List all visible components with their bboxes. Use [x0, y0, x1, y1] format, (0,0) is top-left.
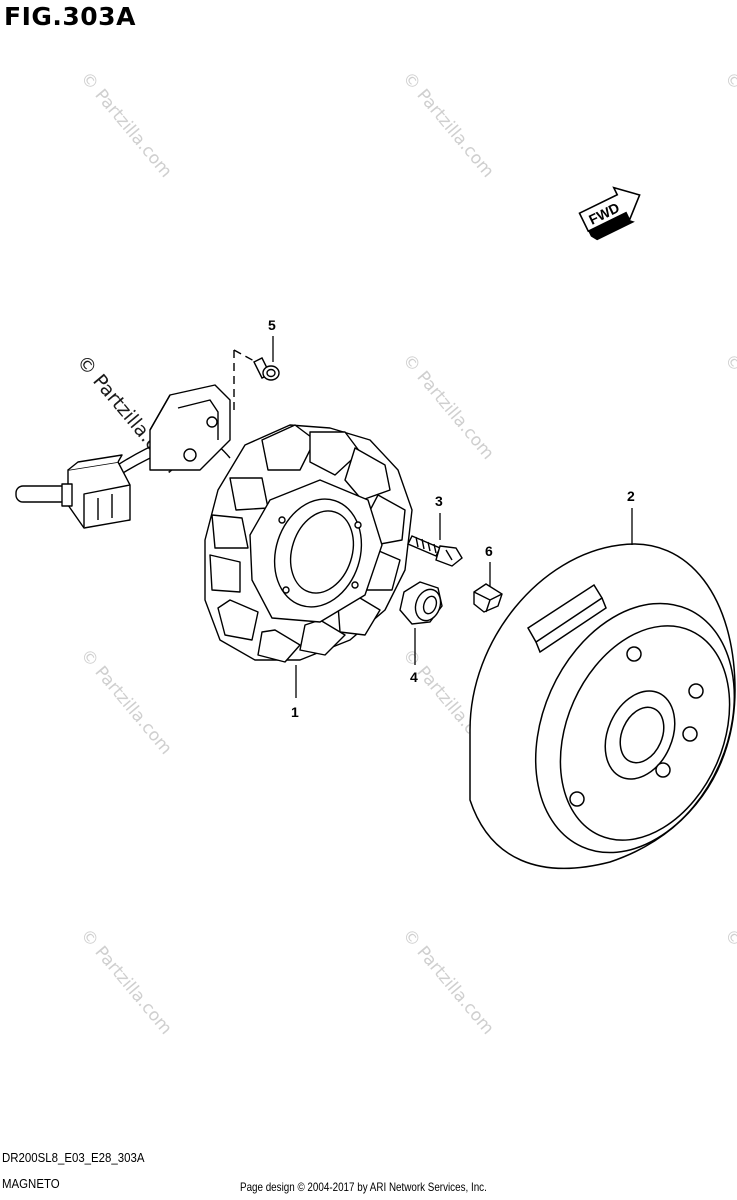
stator-assembly	[15, 384, 413, 663]
watermark-text: © Partzilla.com	[398, 350, 498, 463]
callout-part-6: 6	[485, 543, 493, 559]
watermark-text: © Partzilla.com	[76, 68, 176, 181]
leader-lines	[272, 336, 633, 698]
stator-coils	[204, 424, 413, 663]
callout-part-2: 2	[627, 488, 635, 504]
callout-part-1: 1	[291, 704, 299, 720]
watermark-text: © Partzilla.com	[398, 68, 498, 181]
figure-name: MAGNETO	[2, 1176, 60, 1191]
screw-part-5	[233, 349, 280, 412]
callout-part-5: 5	[268, 317, 276, 333]
watermark-text: © Partzilla.com	[398, 925, 498, 1038]
rotor-flywheel-part-2	[469, 543, 736, 870]
callout-part-3: 3	[435, 493, 443, 509]
watermark-text: © Partzilla.com	[720, 925, 737, 1038]
copyright-notice: Page design © 2004-2017 by ARI Network S…	[240, 1180, 487, 1194]
figure-title: FIG.303A	[4, 2, 136, 31]
fwd-direction-arrow: FWD	[578, 186, 641, 241]
watermark-text: © Partzilla.com	[76, 925, 176, 1038]
callout-labels: 1 2 3 4 5 6	[268, 317, 635, 720]
key-part-6	[473, 583, 503, 613]
callout-part-4: 4	[410, 669, 418, 685]
nut-part-4	[399, 581, 443, 625]
figure-reference-code: DR200SL8_E03_E28_303A	[2, 1150, 145, 1165]
watermark-text: © Partzilla.com	[720, 68, 737, 181]
watermark-text: © Partzilla.com	[720, 350, 737, 463]
watermark-text: © Partzilla.com	[76, 645, 176, 758]
bolt-part-3	[407, 535, 463, 567]
